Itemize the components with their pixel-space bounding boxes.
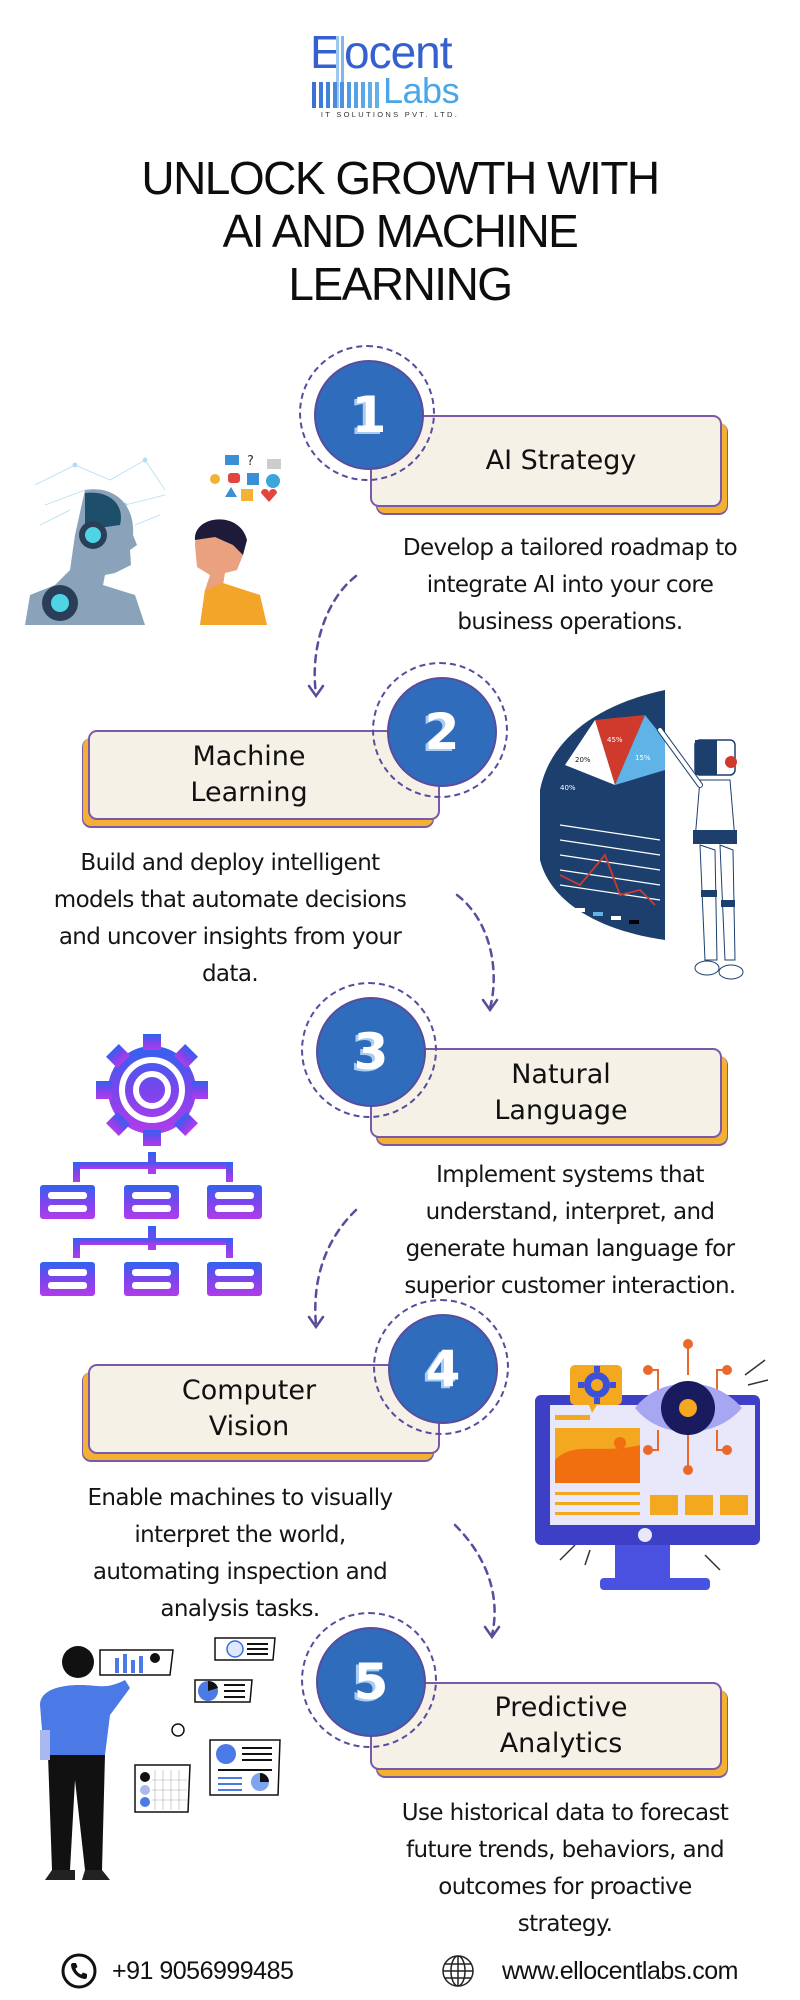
logo-tall-bars [336,36,344,108]
svg-text:45%: 45% [607,736,623,744]
step-2-number-badge: 2 [372,662,508,798]
svg-text:20%: 20% [575,756,591,764]
gear-hierarchy-illustration [40,1034,262,1296]
step-1-description: Develop a tailored roadmap to integrate … [402,535,738,635]
logo-tagline: IT SOLUTIONS PVT. LTD. [320,110,460,119]
svg-text:15%: 15% [635,754,651,762]
title-line-1: UNLOCK GROWTH WITH [141,152,660,204]
step-3-label: Natural Language [494,1059,628,1126]
svg-text:?: ? [247,454,254,469]
website-url: www.ellocentlabs.com [502,1956,738,1985]
computer-vision-illustration [535,1339,769,1590]
phone-icon [61,1953,97,1989]
svg-text:40%: 40% [560,784,576,792]
step-4-description: Enable machines to visually interpret th… [87,1485,393,1622]
step-2-number: 2 [424,703,460,761]
globe-icon [442,1955,474,1987]
phone-contact[interactable]: +91 9056999485 [60,1952,294,1990]
phone-number: +91 9056999485 [112,1956,294,1985]
step-4-number: 4 [425,1340,461,1398]
title-line-2: AI AND MACHINE [222,205,579,257]
step-5-description: Use historical data to forecast future t… [401,1800,729,1937]
step-5-number-badge: 5 [301,1612,437,1748]
logo-word-ocent: ocent [344,26,453,78]
logo-bars-icon [312,82,379,108]
step-5-label: Predictive Analytics [494,1692,628,1759]
step-4-label: Computer Vision [181,1375,317,1442]
website-link[interactable]: www.ellocentlabs.com [440,1952,738,1990]
title-line-3: LEARNING [288,258,513,310]
page-title: UNLOCK GROWTH WITH AI AND MACHINE LEARNI… [60,152,740,311]
step-3-number: 3 [353,1023,389,1081]
step-1-label: AI Strategy [485,445,637,476]
step-2-label: Machine Learning [190,741,308,808]
step-2-description: Build and deploy intelligent models that… [53,850,407,987]
analytics-man-illustration [40,1637,281,1880]
robot-dashboard-illustration: 45% 20% 15% 40% [540,690,744,980]
step-1-number: 1 [351,386,387,444]
step-5-number: 5 [353,1653,389,1711]
company-logo: E ocent Labs IT SOLUTIONS PVT. LTD. [300,28,470,123]
logo-letter-e: E [310,26,341,78]
step-4-label-box: Computer Vision [88,1364,440,1454]
step-3-description: Implement systems that understand, inter… [404,1162,736,1299]
logo-word-labs: Labs [383,70,460,111]
step-3-number-badge: 3 [301,982,437,1118]
step-1-number-badge: 1 [299,345,435,481]
step-4-number-badge: 4 [373,1299,509,1435]
ai-robot-human-illustration: ? [25,454,281,625]
